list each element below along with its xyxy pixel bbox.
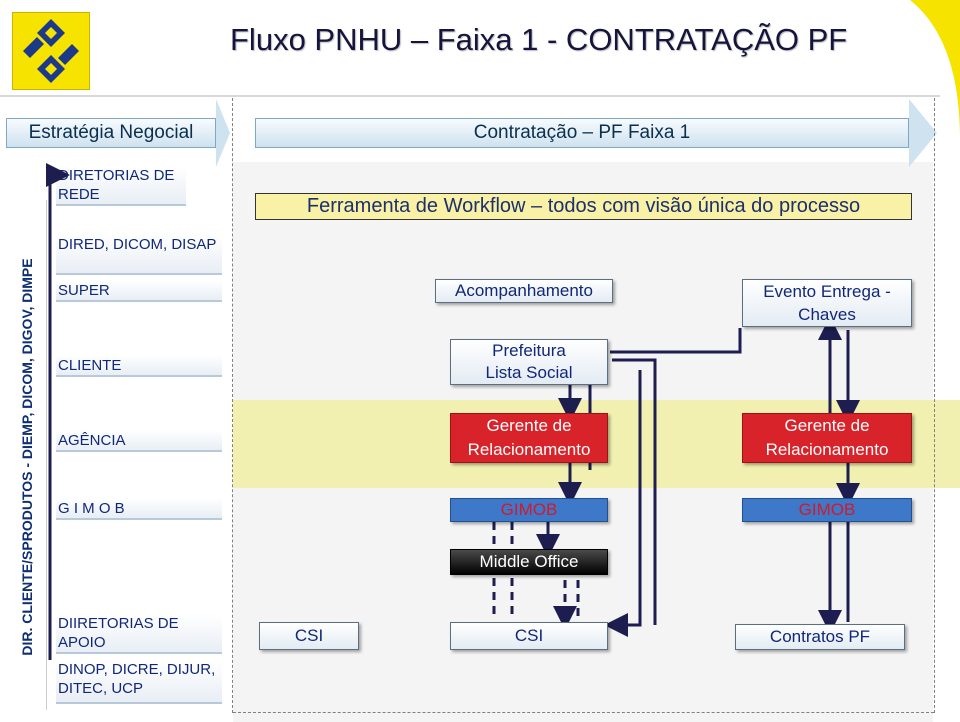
header-divider	[0, 95, 940, 97]
right-border	[934, 98, 935, 713]
bank-logo	[12, 12, 90, 90]
page-title: Fluxo PNHU – Faixa 1 - CONTRATAÇÃO PF	[230, 22, 848, 57]
column-separator	[232, 98, 233, 713]
row-dinop: DINOP, DICRE, DIJUR, DITEC, UCP	[56, 660, 222, 704]
row-dired: DIRED, DICOM, DISAP	[56, 235, 222, 275]
csi-box-center: CSI	[450, 622, 608, 650]
row-agencia: AGÊNCIA	[56, 430, 222, 452]
row-cliente: CLIENTE	[56, 355, 222, 377]
gimob-box-1: GIMOB	[450, 498, 608, 522]
banner-left-arrowhead	[216, 99, 230, 167]
logo-icon	[23, 19, 79, 83]
gerente-relacionamento-box-1: Gerente de Relacionamento	[450, 413, 608, 463]
middle-office-box: Middle Office	[450, 549, 608, 575]
banner-right-arrowhead	[909, 99, 937, 167]
vertical-label-band: DIR. CLIENTE/SPRODUTOS - DIEMP, DICOM, D…	[8, 200, 47, 710]
yellow-corner-decoration	[910, 0, 960, 140]
row-super: SUPER	[56, 280, 222, 302]
bottom-border	[233, 712, 934, 713]
acompanhamento-box: Acompanhamento	[435, 279, 613, 303]
row-diretorias-rede: DIRETORIAS DE REDE	[56, 166, 186, 206]
csi-box-left: CSI	[259, 622, 359, 650]
row-gimob: G I M O B	[56, 498, 222, 520]
prefeitura-box: Prefeitura Lista Social	[450, 339, 608, 385]
contratos-pf-box: Contratos PF	[735, 624, 905, 650]
evento-entrega-box: Evento Entrega - Chaves	[742, 279, 912, 327]
row-diretorias-apoio: DIIRETORIAS DE APOIO	[56, 614, 222, 654]
ferramenta-workflow-box: Ferramenta de Workflow – todos com visão…	[255, 193, 912, 220]
gerente-relacionamento-box-2: Gerente de Relacionamento	[742, 413, 912, 463]
contratacao-banner: Contratação – PF Faixa 1	[255, 118, 909, 148]
gimob-box-2: GIMOB	[742, 498, 912, 522]
estrategia-negocial-banner: Estratégia Negocial	[6, 118, 216, 148]
